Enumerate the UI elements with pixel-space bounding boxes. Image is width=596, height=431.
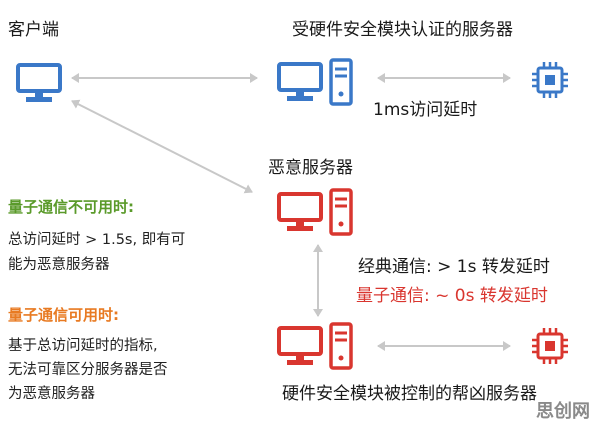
classical-forwarding-label: 经典通信: > 1s 转发延时 <box>358 257 550 277</box>
quantum-available-line2: 无法可靠区分服务器是否 <box>8 362 168 378</box>
quantum-unavailable-title: 量子通信不可用时: <box>8 198 134 216</box>
secure-server-label: 受硬件安全模块认证的服务器 <box>292 20 513 40</box>
accomplice-server-label: 硬件安全模块被控制的帮凶服务器 <box>282 384 537 404</box>
quantum-forwarding-label: 量子通信: ~ 0s 转发延时 <box>356 286 548 306</box>
quantum-available-line1: 基于总访问延时的指标, <box>8 338 158 354</box>
chip-icon-bottom <box>532 328 568 364</box>
malicious-server-icon <box>277 188 353 236</box>
chip-icon-top <box>532 62 568 98</box>
quantum-unavailable-line2: 能为恶意服务器 <box>8 257 110 273</box>
latency-1ms-label: 1ms访问延时 <box>373 100 478 120</box>
client-monitor-icon <box>16 63 62 102</box>
quantum-available-title: 量子通信可用时: <box>8 306 119 324</box>
malicious-server-label: 恶意服务器 <box>268 158 353 178</box>
quantum-available-line3: 为恶意服务器 <box>8 386 95 402</box>
secure-server-icon <box>277 58 353 106</box>
accomplice-server-icon <box>277 322 353 370</box>
client-label: 客户端 <box>8 20 59 40</box>
quantum-unavailable-line1: 总访问延时 > 1.5s, 即有可 <box>8 232 186 248</box>
arrow-client-malicious <box>71 99 253 194</box>
watermark-logo: 思创网 <box>536 401 590 422</box>
